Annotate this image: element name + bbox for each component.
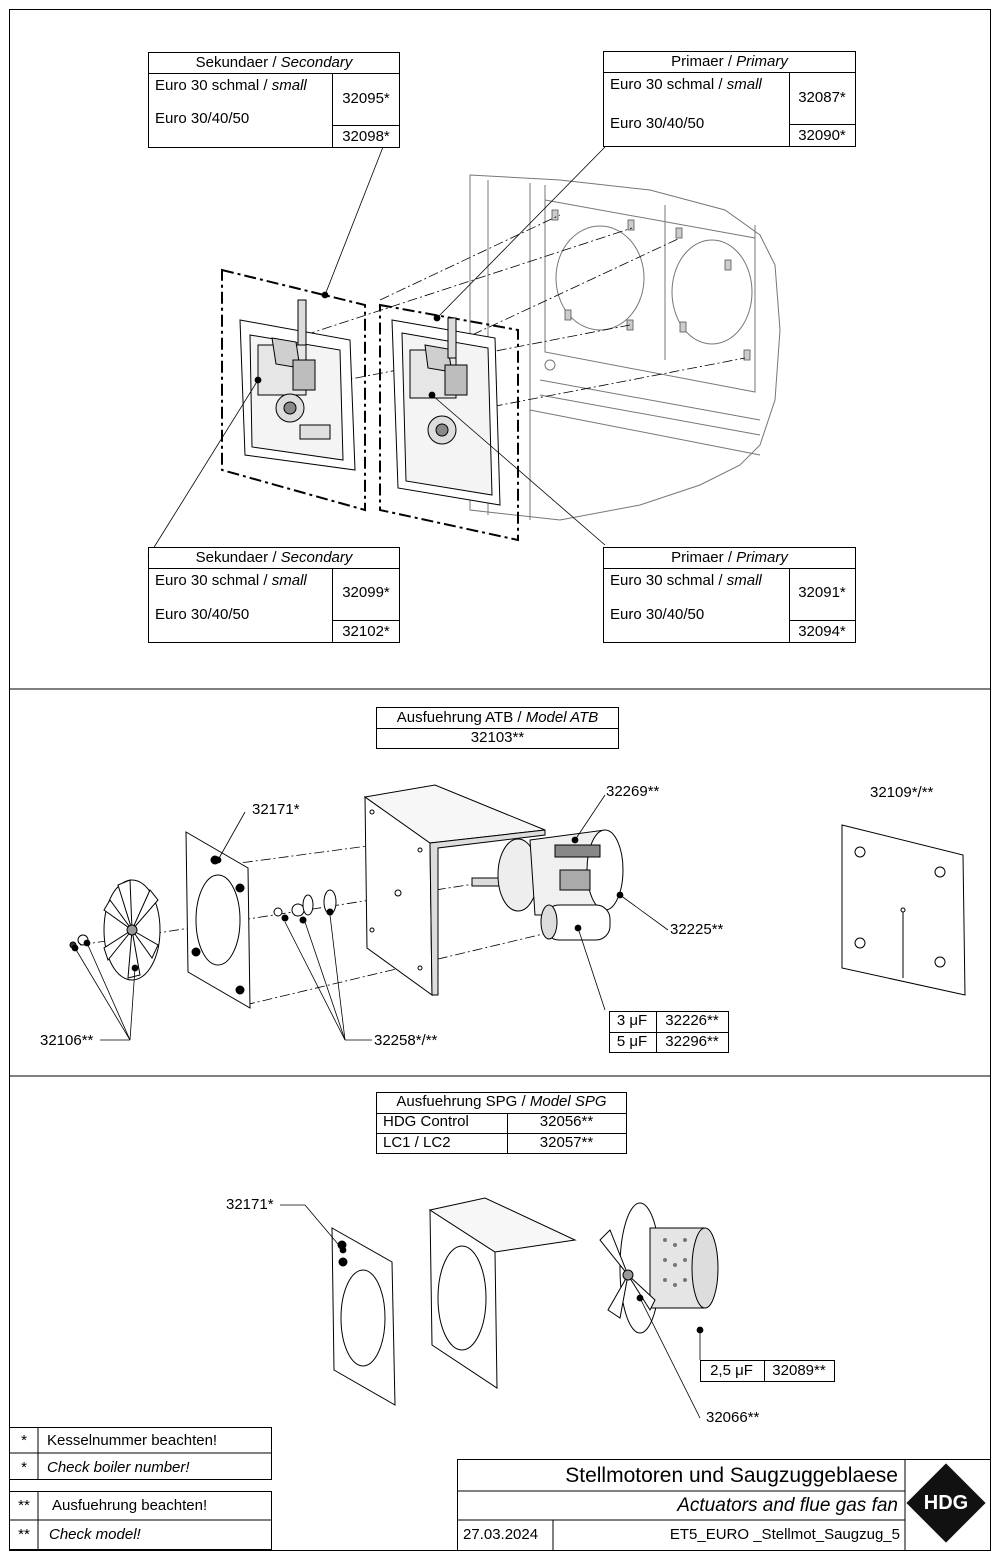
legend-mark-4: ** xyxy=(18,1526,30,1543)
sec-bottom-row2: Euro 30/40/50 xyxy=(155,606,250,623)
callout-32225: 32225** xyxy=(670,921,724,938)
atb-motor xyxy=(471,829,624,941)
sec-top-num2: 32098* xyxy=(342,128,390,145)
callout-32106: 32106** xyxy=(40,1032,94,1049)
leader-lines-atb xyxy=(71,794,669,1041)
atb-impeller xyxy=(69,879,161,981)
atb-screws xyxy=(273,889,337,924)
sec-bottom-num1: 32099* xyxy=(342,584,390,601)
secondary-actuator xyxy=(239,299,356,471)
table-spg-capacitor xyxy=(700,1360,835,1382)
legend-mark-2: * xyxy=(21,1459,27,1476)
spg-mount-plate xyxy=(428,1197,577,1389)
legend-lines xyxy=(9,1427,272,1550)
spg-row2-label: LC1 / LC2 xyxy=(383,1134,451,1151)
sec-top-title: Sekundaer / Secondary xyxy=(195,54,353,71)
table-spg xyxy=(376,1092,627,1154)
cap-value-2: 5 μF xyxy=(616,1033,648,1050)
pri-bottom-row1: Euro 30 schmal / small xyxy=(610,572,762,589)
drawing-date: 27.03.2024 xyxy=(463,1526,539,1543)
legend-mark-1: * xyxy=(21,1432,27,1449)
spg-row1-label: HDG Control xyxy=(383,1113,469,1130)
spg-row1-number: 32056** xyxy=(539,1113,594,1130)
pri-top-title: Primaer / Primary xyxy=(671,53,788,70)
pri-top-num1: 32087* xyxy=(798,89,846,106)
pri-top-row1: Euro 30 schmal / small xyxy=(610,76,762,93)
drawing-border xyxy=(9,9,991,1551)
spg-fan xyxy=(599,1202,719,1334)
pri-top-row2: Euro 30/40/50 xyxy=(610,115,705,132)
legend-mark-3: ** xyxy=(18,1497,30,1514)
leader-lines-top xyxy=(147,146,606,558)
sec-bottom-title: Sekundaer / Secondary xyxy=(195,549,353,566)
table-primary-bottom xyxy=(603,547,856,643)
table-primary-top xyxy=(603,51,856,147)
callout-32066: 32066** xyxy=(706,1409,760,1426)
callout-32109: 32109*/** xyxy=(870,784,934,801)
legend-text-3: Ausfuehrung beachten! xyxy=(52,1497,208,1514)
spg-cap-value: 2,5 μF xyxy=(710,1362,753,1379)
alignment-lines-top xyxy=(304,214,746,411)
pri-bottom-num2: 32094* xyxy=(798,623,846,640)
primary-actuator xyxy=(391,317,501,506)
atb-title: Ausfuehrung ATB / Model ATB xyxy=(396,709,599,726)
cap-number-2: 32296** xyxy=(665,1033,719,1050)
callout-32171-spg: 32171* xyxy=(226,1196,274,1213)
table-atb xyxy=(376,707,619,749)
spg-title: Ausfuehrung SPG / Model SPG xyxy=(396,1093,607,1110)
title-de: Stellmotoren und Saugzuggeblaese xyxy=(565,1464,898,1487)
sec-top-num1: 32095* xyxy=(342,90,390,107)
actuator-group-frames xyxy=(221,268,519,542)
spg-gasket xyxy=(331,1227,396,1406)
sec-top-row2: Euro 30/40/50 xyxy=(155,110,250,127)
sec-bottom-row1: Euro 30 schmal / small xyxy=(155,572,307,589)
atb-cover-plate xyxy=(841,824,966,996)
callout-32171-atb: 32171* xyxy=(252,801,300,818)
spg-cap-number: 32089** xyxy=(772,1362,826,1379)
legend-text-1: Kesselnummer beachten! xyxy=(47,1432,218,1449)
callout-32269: 32269** xyxy=(606,783,660,800)
table-atb-capacitors xyxy=(609,1011,729,1053)
pri-bottom-row2: Euro 30/40/50 xyxy=(610,606,705,623)
table-secondary-bottom xyxy=(148,547,400,643)
boiler-studs xyxy=(551,209,751,361)
callout-32258: 32258*/** xyxy=(374,1032,438,1049)
hdg-logo-text: HDG xyxy=(923,1492,969,1514)
title-block-lines xyxy=(457,1459,991,1551)
pri-bottom-num1: 32091* xyxy=(798,584,846,601)
atb-mount-plate xyxy=(363,784,546,996)
legend-text-2: Check boiler number! xyxy=(47,1459,190,1476)
boiler-housing xyxy=(469,174,781,521)
drawing-id: ET5_EURO _Stellmot_Saugzug_5 xyxy=(669,1526,900,1543)
atb-gasket xyxy=(185,831,251,1009)
atb-number: 32103** xyxy=(470,729,525,746)
sec-bottom-num2: 32102* xyxy=(342,623,390,640)
sec-top-row1: Euro 30 schmal / small xyxy=(155,77,307,94)
leader-lines-spg xyxy=(280,1204,704,1419)
table-secondary-top xyxy=(148,52,400,148)
spg-row2-number: 32057** xyxy=(539,1134,594,1151)
legend-text-4: Check model! xyxy=(49,1526,141,1543)
pri-bottom-title: Primaer / Primary xyxy=(671,549,788,566)
cap-value-1: 3 μF xyxy=(616,1012,648,1029)
cap-number-1: 32226** xyxy=(665,1012,719,1029)
pri-top-num2: 32090* xyxy=(798,127,846,144)
hdg-logo xyxy=(906,1463,986,1543)
title-en: Actuators and flue gas fan xyxy=(677,1495,898,1516)
